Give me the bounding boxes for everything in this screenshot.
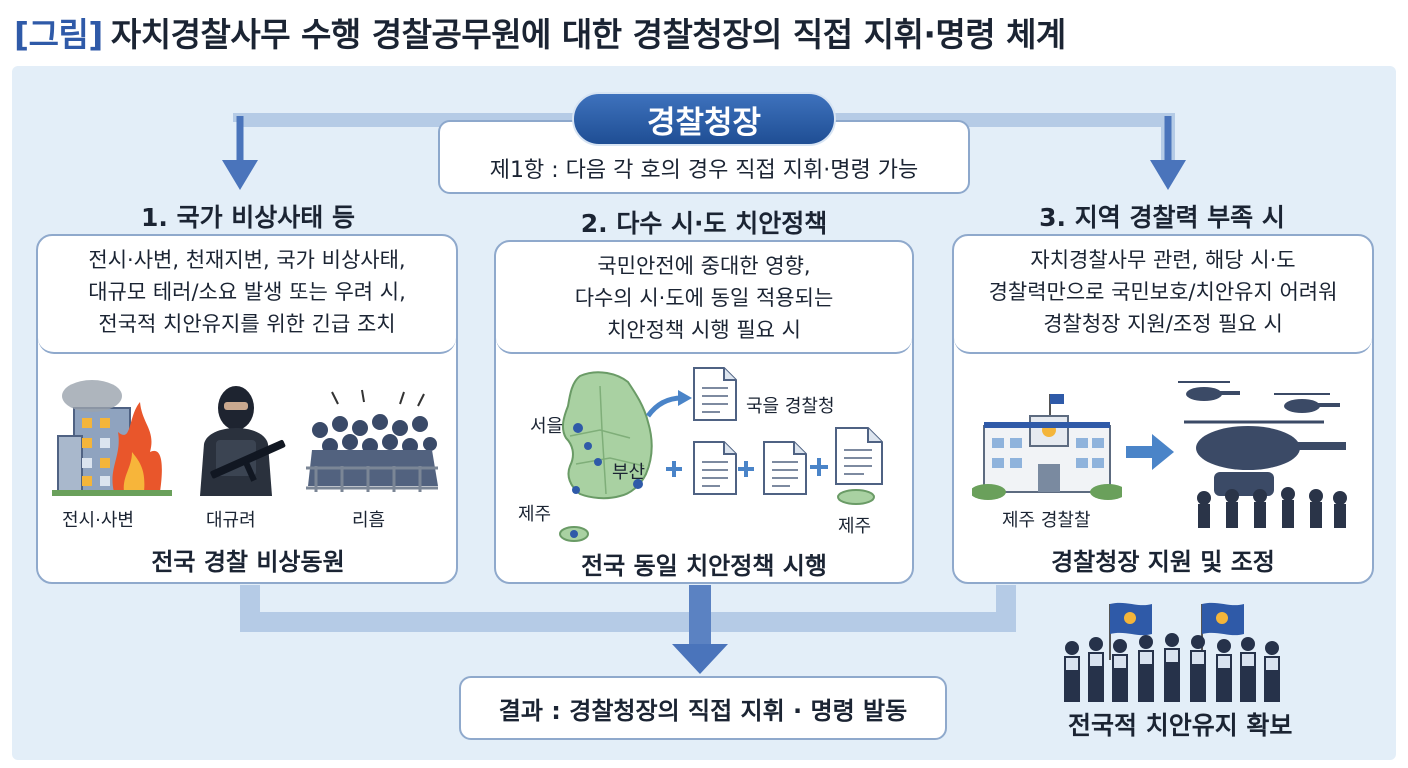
map-to-document-arrow — [645, 390, 692, 418]
bottom-center-arrowhead — [672, 644, 728, 674]
column-1-desc-line: 대규모 테러/소요 발생 또는 우려 시, — [88, 280, 406, 304]
column-1-description: 전시·사변, 천재지변, 국가 비상사태, 대규모 테러/소요 발생 또는 우려… — [38, 236, 456, 354]
jeju-label: 제주 — [838, 516, 872, 537]
korea-map-icon — [559, 371, 653, 542]
column-2-desc-line: 다수의 시·도에 동일 적용되는 — [574, 286, 834, 310]
column-2-caption: 전국 동일 치안정책 시행 — [581, 552, 827, 580]
police-officers-icon — [1064, 602, 1280, 702]
document-icon — [693, 367, 737, 421]
riot-label: 리흠 — [352, 510, 386, 531]
column-3-desc-line: 자치경찰사무 관련, 해당 시·도 — [1030, 248, 1296, 272]
bottom-left-connector — [240, 585, 690, 632]
bottom-right-connector — [700, 585, 1016, 632]
column-3-desc-line: 경찰청장 지원/조정 필요 시 — [1043, 312, 1283, 336]
column-2-desc-line: 치안정책 시행 필요 시 — [607, 318, 801, 342]
crowd-icon — [306, 389, 438, 492]
figure-title: [그림]자치경찰사무 수행 경찰공무원에 대한 경찰청장의 직접 지휘·명령 체… — [14, 8, 1066, 56]
column-3-caption: 경찰청장 지원 및 조정 — [1051, 548, 1275, 576]
jeju-station-label: 제주 경찰찰 — [1002, 510, 1091, 531]
column-1-caption: 전국 경찰 비상동원 — [151, 548, 345, 576]
arrow-right-icon — [1126, 434, 1174, 470]
column-3-desc-line: 경찰력만으로 국민보호/치안유지 어려워 — [988, 280, 1338, 304]
result-box: 결과 : 경찰청장의 직접 지휘 · 명령 발동 — [459, 676, 947, 740]
seoul-label: 서을 — [530, 416, 564, 437]
burning-building-icon — [52, 380, 172, 496]
column-3-description: 자치경찰사무 관련, 해당 시·도 경찰력만으로 국민보호/치안유지 어려워 경… — [954, 236, 1372, 354]
left-down-arrowhead — [222, 160, 258, 190]
column-1-desc-line: 전국적 치안유지를 위한 긴급 조치 — [98, 312, 396, 336]
figure-title-text: 자치경찰사무 수행 경찰공무원에 대한 경찰청장의 직접 지휘·명령 체계 — [110, 15, 1066, 54]
plus-icons — [666, 461, 754, 477]
armed-terrorist-icon — [200, 386, 286, 496]
column-2-title: 2. 다수 시·도 치안정책 — [580, 209, 828, 238]
document-icon — [693, 441, 737, 495]
jeju-island-icon — [837, 489, 875, 505]
document-icon — [763, 441, 807, 495]
plus-icon — [810, 458, 828, 476]
figure-label: [그림] — [14, 15, 103, 54]
column-2-desc-line: 국민안전에 중대한 영향, — [597, 254, 811, 278]
terror-label: 대규려 — [206, 510, 256, 531]
police-station-icon — [972, 394, 1122, 500]
national-agency-label: 국을 경찰청 — [746, 396, 835, 417]
helicopter-icon — [1178, 381, 1347, 528]
right-down-arrowhead — [1150, 160, 1186, 190]
column-1-desc-line: 전시·사변, 천재지변, 국가 비상사태, — [88, 248, 406, 272]
column-3-title: 3. 지역 경찰력 부족 시 — [1039, 203, 1285, 232]
busan-label: 부산 — [612, 462, 646, 483]
final-outcome: 전국적 치안유지 확보 — [1068, 711, 1293, 740]
jeju-label: 제주 — [518, 504, 552, 525]
column-1-title: 1. 국가 비상사태 등 — [140, 203, 355, 232]
document-icon — [835, 427, 883, 485]
column-2-description: 국민안전에 중대한 영향, 다수의 시·도에 동일 적용되는 치안정책 시행 필… — [496, 242, 912, 354]
chief-title: 경찰청장 — [572, 92, 836, 146]
war-label: 전시·사변 — [62, 510, 134, 531]
chief-clause: 제1항 : 다음 각 호의 경우 직접 지휘·명령 가능 — [489, 158, 919, 183]
